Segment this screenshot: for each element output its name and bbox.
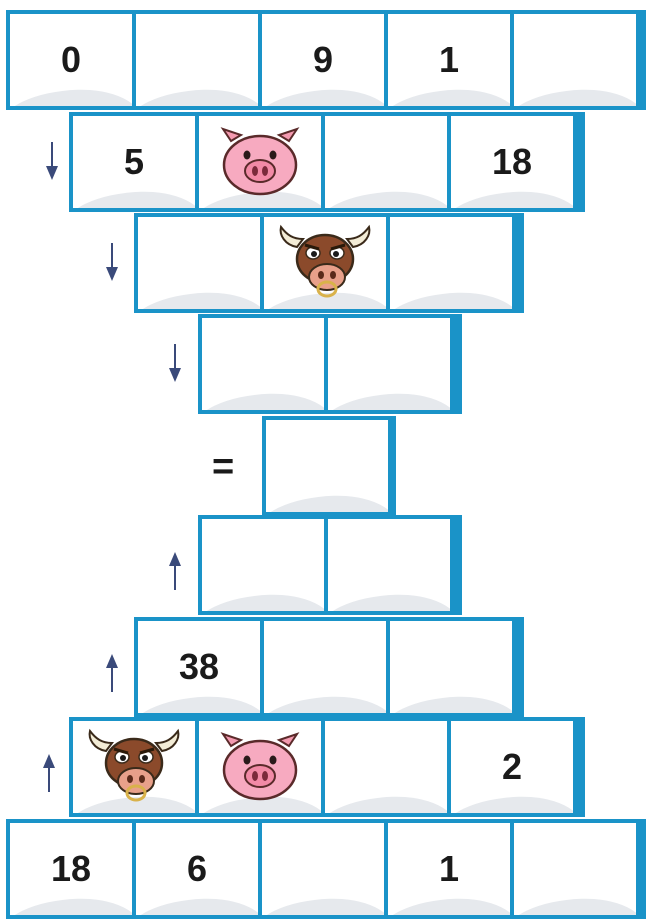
cell-value: 1: [438, 848, 460, 889]
puzzle-row-3: [198, 314, 462, 414]
puzzle-row-2: [134, 213, 524, 313]
puzzle-cell-2-2[interactable]: [390, 217, 512, 309]
puzzle-cell-8-3[interactable]: 1: [388, 823, 510, 915]
puzzle-cell-3-1[interactable]: [328, 318, 450, 410]
puzzle-cell-1-0[interactable]: 5: [73, 116, 195, 208]
cell-value: 18: [491, 141, 533, 182]
puzzle-row-5: [198, 515, 462, 615]
puzzle-cell-8-4[interactable]: [514, 823, 636, 915]
puzzle-row-7: 2: [69, 717, 585, 817]
arrow-down-icon: [46, 142, 58, 180]
cell-value: 9: [312, 39, 334, 80]
pig-icon: [220, 127, 300, 196]
puzzle-cell-7-3[interactable]: 2: [451, 721, 573, 813]
puzzle-cell-5-0[interactable]: [202, 519, 324, 611]
arrow-up-icon: [106, 654, 118, 692]
pig-icon: [220, 732, 300, 801]
puzzle-cell-2-1[interactable]: [264, 217, 386, 309]
puzzle-cell-0-2[interactable]: 9: [262, 14, 384, 106]
puzzle-row-1: 5 18: [69, 112, 585, 212]
puzzle-cell-1-2[interactable]: [325, 116, 447, 208]
cell-value: 6: [186, 848, 208, 889]
puzzle-cell-1-1[interactable]: [199, 116, 321, 208]
equals-sign: =: [212, 446, 235, 488]
cell-value: 0: [60, 39, 82, 80]
arrow-up-icon: [43, 754, 55, 792]
puzzle-cell-5-1[interactable]: [328, 519, 450, 611]
cell-value: 1: [438, 39, 460, 80]
puzzle-cell-7-1[interactable]: [199, 721, 321, 813]
puzzle-cell-1-3[interactable]: 18: [451, 116, 573, 208]
puzzle-cell-6-0[interactable]: 38: [138, 621, 260, 713]
puzzle-cell-7-2[interactable]: [325, 721, 447, 813]
puzzle-cell-4-0[interactable]: [266, 420, 388, 512]
bull-icon: [88, 728, 180, 802]
cell-value: 5: [123, 141, 145, 182]
puzzle-row-0: 0 9 1: [6, 10, 646, 110]
puzzle-cell-2-0[interactable]: [138, 217, 260, 309]
puzzle-cell-6-2[interactable]: [390, 621, 512, 713]
puzzle-cell-7-0[interactable]: [73, 721, 195, 813]
puzzle-cell-3-0[interactable]: [202, 318, 324, 410]
puzzle-cell-0-0[interactable]: 0: [10, 14, 132, 106]
puzzle-cell-0-4[interactable]: [514, 14, 636, 106]
cell-value: 18: [50, 848, 92, 889]
arrow-down-icon: [106, 243, 118, 281]
puzzle-row-6: 38: [134, 617, 524, 717]
arrow-up-icon: [169, 552, 181, 590]
puzzle-row-4: [262, 416, 396, 516]
cell-value: 38: [178, 646, 220, 687]
cell-value: 2: [501, 746, 523, 787]
puzzle-cell-0-1[interactable]: [136, 14, 258, 106]
puzzle-cell-6-1[interactable]: [264, 621, 386, 713]
puzzle-cell-8-2[interactable]: [262, 823, 384, 915]
puzzle-cell-8-1[interactable]: 6: [136, 823, 258, 915]
puzzle-cell-0-3[interactable]: 1: [388, 14, 510, 106]
puzzle-cell-8-0[interactable]: 18: [10, 823, 132, 915]
puzzle-row-8: 18 6 1: [6, 819, 646, 919]
bull-icon: [279, 224, 371, 298]
arrow-down-icon: [169, 344, 181, 382]
